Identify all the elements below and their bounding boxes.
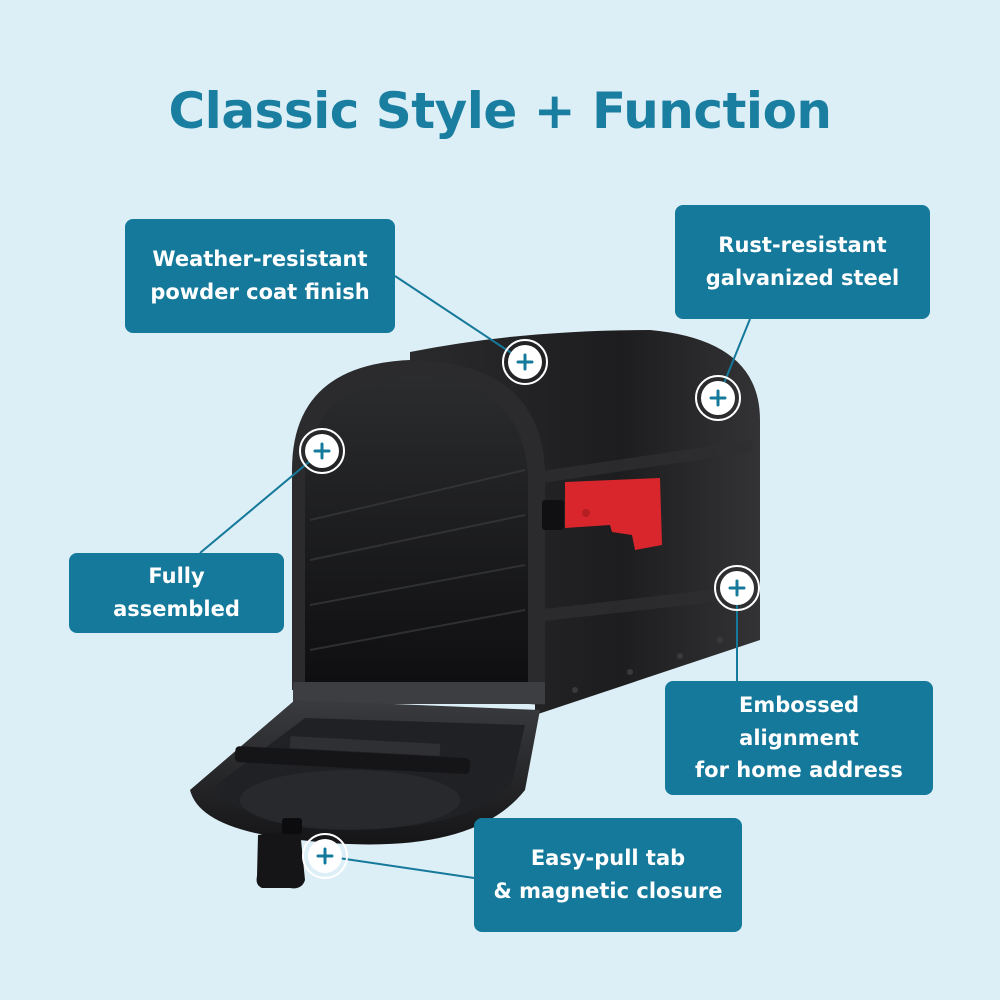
callout-rust-resistant: Rust-resistant galvanized steel (675, 205, 930, 319)
callout-line: galvanized steel (705, 266, 900, 290)
hotspot-rust[interactable] (695, 375, 741, 421)
hotspot-fully[interactable] (299, 428, 345, 474)
hotspot-weather[interactable] (502, 339, 548, 385)
callout-fully-assembled: Fully assembled (69, 553, 284, 633)
callout-easy-pull-tab: Easy-pull tab & magnetic closure (474, 818, 742, 932)
page-title: Classic Style + Function (168, 82, 832, 140)
plus-icon (316, 847, 334, 865)
mailbox-opening (292, 360, 545, 705)
mailbox-door (190, 700, 540, 845)
callout-line: & magnetic closure (493, 879, 723, 903)
callout-embossed-alignment: Embossed alignment for home address (665, 681, 933, 795)
callout-line: Weather-resistant (152, 247, 368, 272)
hotspot-emboss[interactable] (714, 565, 760, 611)
pull-tab (256, 818, 305, 889)
plus-icon (709, 389, 727, 407)
plus-icon (728, 579, 746, 597)
callout-weather-resistant: Weather-resistant powder coat finish (125, 219, 395, 333)
plus-icon (313, 442, 331, 460)
callout-line: Fully assembled (113, 564, 240, 621)
mailbox-flag (542, 478, 662, 550)
callout-line: Embossed alignment (739, 693, 859, 750)
hotspot-easy[interactable] (302, 833, 348, 879)
callout-line: for home address (695, 758, 903, 783)
plus-icon (516, 353, 534, 371)
callout-line: Rust-resistant (718, 233, 887, 258)
callout-line: powder coat finish (150, 280, 370, 304)
callout-line: Easy-pull tab (530, 846, 686, 871)
